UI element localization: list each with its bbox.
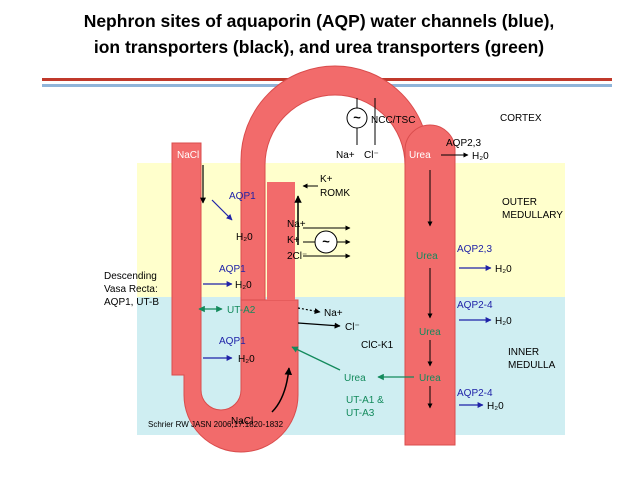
cl-inner-arrow <box>297 322 341 329</box>
nkcc-pump-symbol: ~ <box>322 234 330 249</box>
cl-inner-label: Cl⁻ <box>345 322 360 333</box>
urea-cd-4: Urea <box>419 373 441 384</box>
aqp1-label-c: AQP1 <box>219 336 246 347</box>
outer-medulla-zone <box>137 163 565 297</box>
h2o-outer: H₂0 <box>495 264 512 275</box>
zone-outer-1: OUTER <box>502 197 537 208</box>
zone-inner-2: MEDULLA <box>508 360 556 371</box>
na-top-label: Na+ <box>336 150 355 161</box>
aqp24-label-b: AQP2-4 <box>457 388 493 399</box>
vasa-recta-2: Vasa Recta: <box>104 284 158 295</box>
nkcc-k: K+ <box>287 235 300 246</box>
loop-flow-arrow <box>271 367 293 413</box>
urea-cd-3: Urea <box>419 327 441 338</box>
h2o-cortex: H₂0 <box>472 151 489 162</box>
citation: Schrier RW JASN 2006;17:1820-1832 <box>148 420 284 429</box>
nkcc-na: Na+ <box>287 219 306 230</box>
nacl-top: NaCl <box>177 150 199 161</box>
uta2-label: UT-A2 <box>227 305 256 316</box>
vasa-recta-1: Descending <box>104 271 157 282</box>
na-inner-label: Na+ <box>324 308 343 319</box>
slide-title: Nephron sites of aquaporin (AQP) water c… <box>0 8 638 60</box>
cl-top-label: Cl⁻ <box>364 150 379 161</box>
zone-inner-1: INNER <box>508 347 539 358</box>
zone-cortex: CORTEX <box>500 113 542 124</box>
h2o-inner-b: H₂0 <box>487 401 504 412</box>
clc-label: ClC-K1 <box>361 340 394 351</box>
h2o-inner-a: H₂0 <box>495 316 512 327</box>
h2o-c: H₂0 <box>238 354 255 365</box>
aqp1-label-b: AQP1 <box>219 264 246 275</box>
uta-1: UT-A1 & <box>346 395 384 406</box>
arch-interior <box>316 112 392 163</box>
h2o-b: H₂0 <box>235 280 252 291</box>
nacl-bottom: NaCl <box>231 416 253 427</box>
loop-of-henle <box>171 142 299 453</box>
nkcc-pump-icon <box>314 230 338 254</box>
aqp23-label-b: AQP2,3 <box>457 244 492 255</box>
title-line-2: ion transporters (black), and urea trans… <box>93 37 545 57</box>
vasa-recta-3: AQP1, UT-B <box>104 297 159 308</box>
title-line-1: Nephron sites of aquaporin (AQP) water c… <box>83 11 555 31</box>
k-plus-label: K+ <box>320 174 333 185</box>
urea-cd-1: Urea <box>409 150 431 161</box>
ncc-pump-icon <box>346 107 368 129</box>
ncc-pump-symbol: ~ <box>353 110 361 125</box>
ncc-label: NCC/TSC <box>371 115 415 126</box>
aqp24-label-a: AQP2-4 <box>457 300 493 311</box>
thick-ascending-limb <box>267 182 295 300</box>
romk-label: ROMK <box>320 188 350 199</box>
aqp1-label-a: AQP1 <box>229 191 256 202</box>
aqp1-arrow-a <box>211 199 233 221</box>
h2o-a: H₂0 <box>236 232 253 243</box>
nkcc-cl: 2Cl⁻ <box>287 251 307 262</box>
zone-outer-2: MEDULLARY <box>502 210 563 221</box>
urea-green: Urea <box>344 373 366 384</box>
aqp23-label-a: AQP2,3 <box>446 138 481 149</box>
urea-cd-2: Urea <box>416 251 438 262</box>
urea-recycle-arrow <box>291 346 341 371</box>
uta-2: UT-A3 <box>346 408 375 419</box>
